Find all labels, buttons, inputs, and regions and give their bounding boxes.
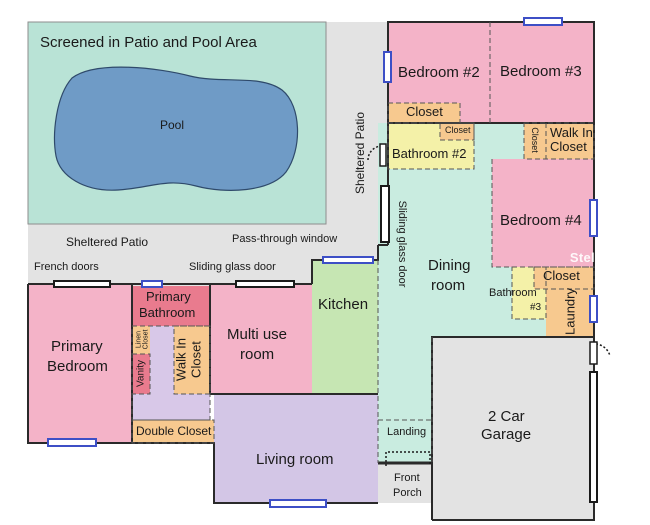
bedroom-4 bbox=[492, 159, 594, 267]
closet-b2 bbox=[388, 103, 460, 123]
bedroom-3 bbox=[490, 22, 594, 123]
vanity bbox=[132, 354, 150, 394]
window-bedroom4 bbox=[589, 199, 598, 237]
label-walkin-b3-2: Closet bbox=[550, 139, 587, 154]
label-linen-2: Closet bbox=[142, 329, 150, 350]
label-bathroom3-2: #3 bbox=[530, 302, 542, 313]
windows bbox=[47, 17, 598, 508]
front-porch bbox=[378, 463, 432, 503]
label-screened-area: Screened in Patio and Pool Area bbox=[40, 34, 257, 51]
garage-side-door bbox=[589, 371, 598, 503]
label-laundry: Laundry bbox=[562, 288, 578, 335]
label-primary-bath-1: Primary bbox=[146, 289, 191, 304]
dashed-boundaries bbox=[131, 22, 595, 463]
label-bedroom4: Bedroom #4 bbox=[500, 212, 582, 229]
label-sheltered-patio-top: Sheltered Patio bbox=[353, 111, 367, 195]
closet-b4 bbox=[534, 267, 594, 289]
label-garage-2: Garage bbox=[481, 426, 532, 443]
label-closet-b4: Closet bbox=[543, 268, 580, 283]
window-living bbox=[269, 499, 327, 508]
label-living-room: Living room bbox=[256, 451, 334, 468]
label-bathroom2: Bathroom #2 bbox=[392, 146, 467, 161]
multi-use-room bbox=[210, 284, 312, 394]
window-bedroom3 bbox=[523, 17, 563, 26]
label-vanity: Vanity bbox=[135, 359, 147, 388]
label-dining-1: Dining bbox=[428, 257, 471, 274]
label-bedroom3: Bedroom #3 bbox=[500, 63, 582, 80]
label-pass-through-window: Pass-through window bbox=[232, 233, 338, 245]
walkin-b3-fill bbox=[546, 123, 594, 159]
label-multi-use-1: Multi use bbox=[227, 326, 288, 343]
label-primary-bedroom-1: Primary bbox=[51, 338, 103, 355]
label-front-porch-1: Front bbox=[394, 472, 420, 484]
label-sliding-glass-door: Sliding glass door bbox=[189, 261, 276, 273]
garage bbox=[432, 337, 594, 520]
pool bbox=[53, 66, 299, 191]
label-garage-1: 2 Car bbox=[488, 408, 525, 425]
label-walkin-primary-2: Closet bbox=[188, 341, 204, 378]
window-pass-through bbox=[322, 256, 374, 264]
label-sheltered-patio-left: Sheltered Patio bbox=[66, 235, 149, 249]
walkin-closet-primary bbox=[174, 326, 210, 394]
primary-bathroom bbox=[132, 286, 210, 326]
label-double-closet: Double Closet bbox=[136, 424, 212, 438]
label-primary-bedroom-2: Bedroom bbox=[47, 358, 108, 375]
watermark: Stellar MLS bbox=[569, 250, 644, 265]
double-closet bbox=[132, 420, 214, 443]
laundry bbox=[546, 289, 594, 337]
label-bathroom3-1: Bathroom bbox=[489, 287, 537, 299]
label-closet-small: Closet bbox=[445, 125, 471, 135]
window-bedroom2 bbox=[383, 51, 392, 83]
closet-small-fill bbox=[440, 123, 474, 140]
sliding-glass-door-multi bbox=[235, 280, 295, 288]
label-closet-b3: Closet bbox=[530, 127, 540, 153]
sheltered-patio-strip bbox=[326, 22, 388, 262]
doors bbox=[53, 185, 598, 503]
living-room bbox=[214, 394, 378, 503]
label-linen-1: Linen bbox=[135, 330, 143, 349]
window-primary-bath bbox=[141, 280, 163, 288]
linen-closet bbox=[132, 326, 150, 354]
label-walkin-primary-1: Walk In bbox=[173, 338, 189, 381]
label-sliding-glass-door-vertical: Sliding glass door bbox=[396, 200, 408, 288]
landing bbox=[378, 337, 432, 463]
door-swings bbox=[367, 143, 611, 466]
window-primary-bedroom bbox=[47, 438, 97, 447]
label-french-doors: French doors bbox=[34, 261, 99, 273]
label-dining-2: room bbox=[431, 277, 466, 294]
label-kitchen: Kitchen bbox=[318, 296, 369, 313]
window-laundry bbox=[589, 295, 598, 323]
label-pool: Pool bbox=[160, 118, 185, 132]
label-closet-b2: Closet bbox=[406, 104, 443, 119]
sliding-glass-door-vertical bbox=[380, 185, 390, 243]
label-walkin-b3-1: Walk In bbox=[550, 125, 593, 140]
label-landing: Landing bbox=[387, 426, 427, 438]
french-doors bbox=[53, 280, 111, 288]
primary-bedroom bbox=[28, 284, 132, 443]
closet-b3-fill bbox=[524, 123, 546, 159]
label-front-porch-2: Porch bbox=[393, 487, 422, 499]
label-primary-bath-2: Bathroom bbox=[139, 305, 196, 320]
kitchen bbox=[312, 260, 378, 394]
label-bedroom2: Bedroom #2 bbox=[398, 64, 480, 81]
label-multi-use-2: room bbox=[240, 346, 275, 363]
